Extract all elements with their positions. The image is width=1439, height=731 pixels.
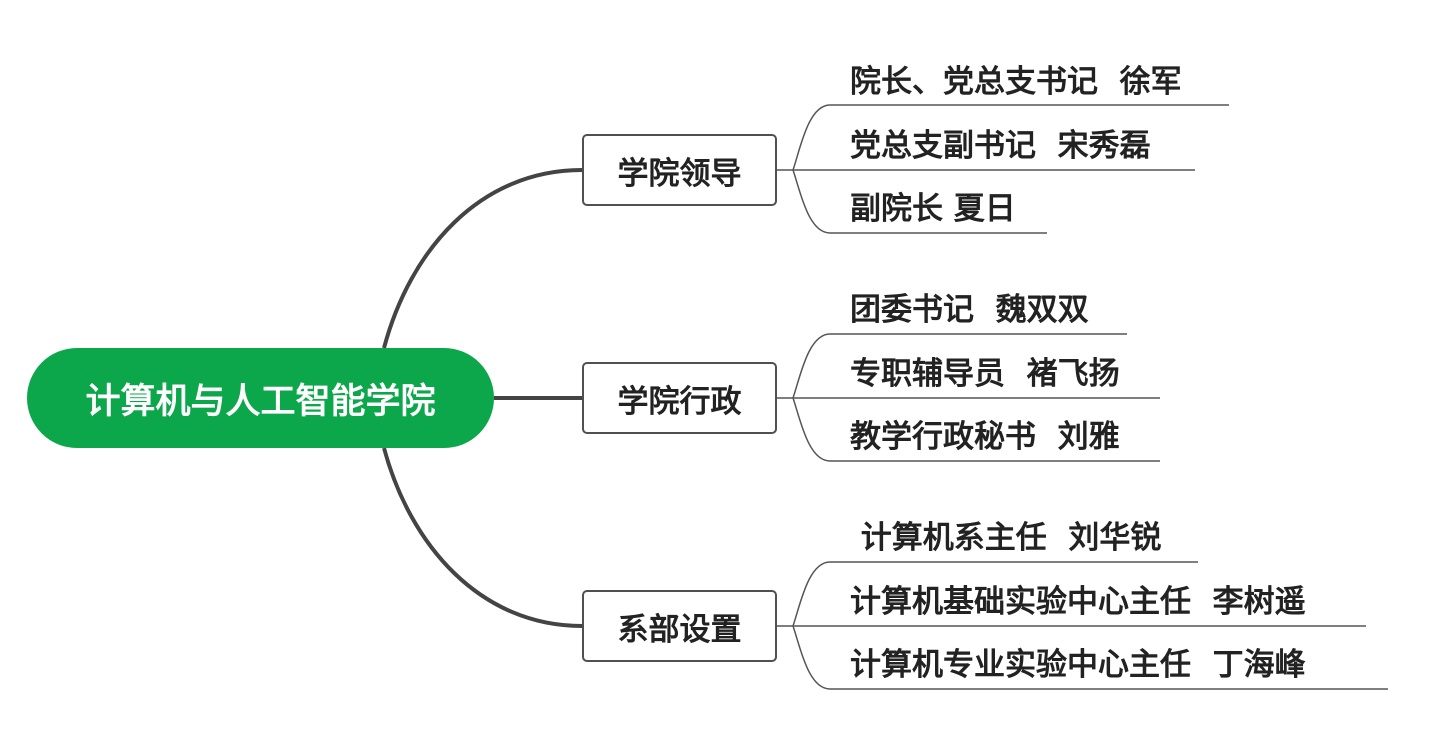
leaf-teaching-admin-secretary[interactable]: 教学行政秘书 刘雅 — [850, 419, 1120, 455]
leaf-professional-lab-center-head[interactable]: 计算机专业实验中心主任 丁海峰 — [850, 647, 1306, 683]
leaf-deputy-party-secretary[interactable]: 党总支副书记 宋秀磊 — [850, 128, 1151, 164]
leaf-full-time-counselor[interactable]: 专职辅导员 褚飞扬 — [850, 356, 1120, 392]
leaf-dean-party-secretary[interactable]: 院长、党总支书记 徐军 — [850, 64, 1182, 100]
connector-root-branch-1 — [382, 168, 583, 349]
leaf-cs-department-head[interactable]: 计算机系主任 刘华锐 — [850, 520, 1162, 556]
leaf-vice-dean[interactable]: 副院长 夏日 — [850, 191, 1016, 227]
leaf-connectors-branch-3 — [777, 561, 1388, 690]
leaf-connectors-branch-1 — [777, 104, 1229, 234]
leaf-youth-league-secretary[interactable]: 团委书记 魏双双 — [850, 292, 1089, 328]
connector-root-branch-3 — [382, 447, 583, 628]
branch-node-college-leadership[interactable]: 学院领导 — [582, 134, 777, 206]
branch-node-departments[interactable]: 系部设置 — [582, 590, 777, 662]
branch-node-college-administration[interactable]: 学院行政 — [582, 362, 777, 434]
root-node[interactable]: 计算机与人工智能学院 — [27, 348, 494, 448]
leaf-basic-lab-center-head[interactable]: 计算机基础实验中心主任 李树遥 — [850, 584, 1306, 620]
leaf-connectors-branch-2 — [777, 333, 1160, 462]
